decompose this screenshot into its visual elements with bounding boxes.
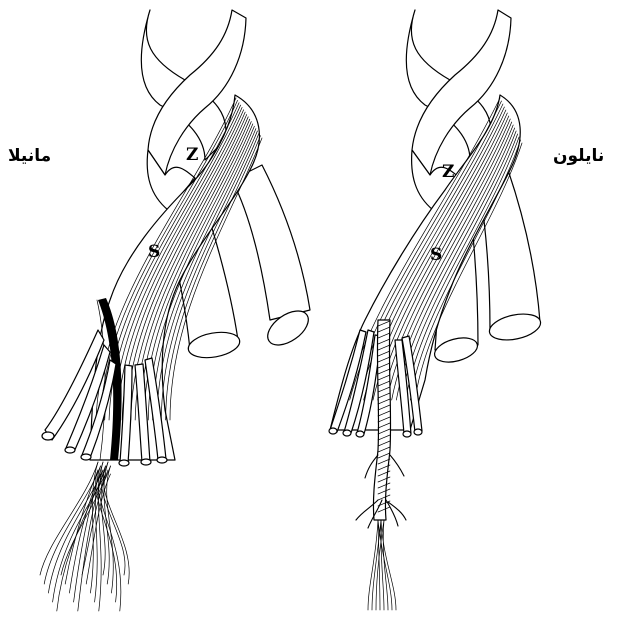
manila-rope <box>40 10 314 611</box>
nylon-label: نايلون <box>553 146 604 166</box>
manila-frayed-hairs <box>40 462 129 611</box>
nylon-rope <box>329 10 543 610</box>
manila-label: مانيلا <box>8 146 51 166</box>
nylon-frayed-hairs <box>368 520 396 610</box>
nylon-s-letter: S <box>430 245 442 265</box>
manila-back-strand-2 <box>232 165 314 352</box>
manila-s-letter: S <box>148 242 160 262</box>
manila-z-letter: Z <box>186 145 198 165</box>
nylon-z-letter: Z <box>442 162 454 182</box>
